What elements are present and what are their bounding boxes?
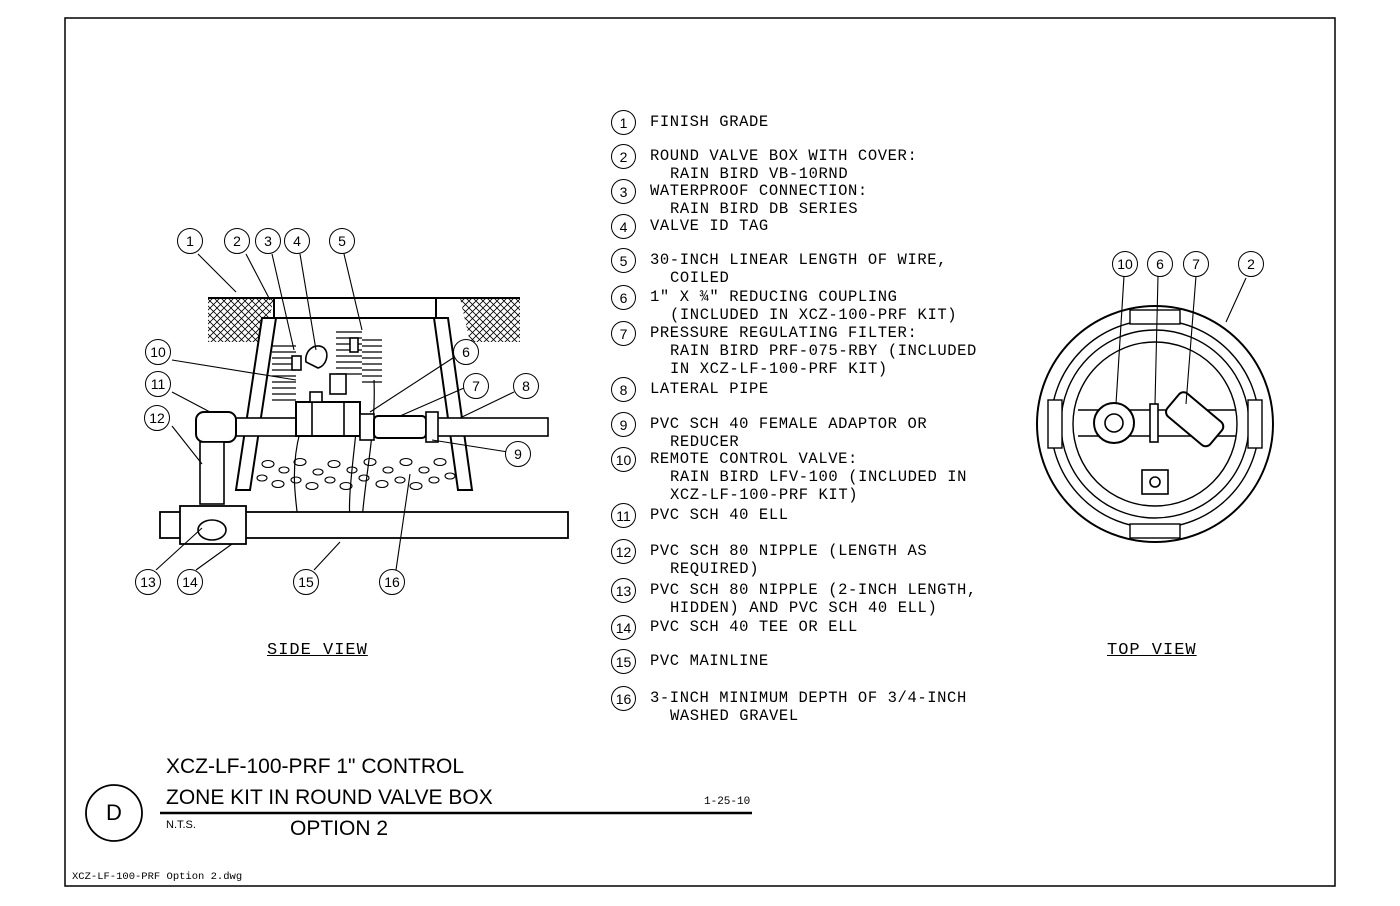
legend-text: LATERAL PIPE [650, 380, 769, 398]
soil-left [208, 298, 274, 342]
legend-text: HIDDEN) AND PVC SCH 40 ELL) [670, 599, 938, 617]
title-line-2: ZONE KIT IN ROUND VALVE BOX [166, 786, 493, 809]
legend-text: 1" X ¾" REDUCING COUPLING [650, 288, 898, 306]
gravel [256, 457, 456, 491]
title-line-1: XCZ-LF-100-PRF 1" CONTROL [166, 755, 464, 778]
top-view-title: TOP VIEW [1107, 641, 1197, 660]
legend-number-9: 9 [611, 412, 636, 437]
legend-number-16: 16 [611, 686, 636, 711]
legend-text: IN XCZ-LF-100-PRF KIT) [670, 360, 888, 378]
side-callout-7: 7 [463, 373, 489, 399]
detail-circle [85, 784, 143, 842]
pressure-regulating-filter [373, 415, 427, 439]
legend-text: COILED [670, 269, 730, 287]
legend-text: (INCLUDED IN XCZ-100-PRF KIT) [670, 306, 958, 324]
legend-text: PVC SCH 40 FEMALE ADAPTOR OR [650, 415, 928, 433]
reducing-coupling [359, 413, 375, 441]
legend-number-1: 1 [611, 110, 636, 135]
legend-number-13: 13 [611, 578, 636, 603]
legend-text: PVC SCH 80 NIPPLE (LENGTH AS [650, 542, 928, 560]
side-callout-3: 3 [255, 228, 281, 254]
legend-number-7: 7 [611, 321, 636, 346]
top-callout-6: 6 [1147, 251, 1173, 277]
top-view-leaders [1115, 275, 1247, 405]
legend-text: PVC SCH 40 ELL [650, 506, 789, 524]
remote-control-valve [295, 401, 361, 437]
legend-text: WASHED GRAVEL [670, 707, 799, 725]
legend-number-12: 12 [611, 539, 636, 564]
side-view-title: SIDE VIEW [267, 641, 368, 660]
legend-text: PVC SCH 80 NIPPLE (2-INCH LENGTH, [650, 581, 977, 599]
scale-note: N.T.S. [166, 819, 196, 831]
legend-number-14: 14 [611, 615, 636, 640]
side-callout-15: 15 [293, 569, 319, 595]
side-callout-2: 2 [224, 228, 250, 254]
top-valve-tag [1141, 469, 1169, 495]
top-filter [1165, 391, 1225, 448]
legend-number-2: 2 [611, 144, 636, 169]
legend-text: RAIN BIRD DB SERIES [670, 200, 859, 218]
side-callout-6: 6 [453, 339, 479, 365]
legend-number-10: 10 [611, 447, 636, 472]
legend-text: ROUND VALVE BOX WITH COVER: [650, 147, 918, 165]
legend-number-6: 6 [611, 285, 636, 310]
option-label: OPTION 2 [290, 817, 389, 840]
legend-text: REMOTE CONTROL VALVE: [650, 450, 858, 468]
legend-number-5: 5 [611, 248, 636, 273]
legend-number-3: 3 [611, 179, 636, 204]
side-callout-1: 1 [177, 228, 203, 254]
legend-text: PRESSURE REGULATING FILTER: [650, 324, 918, 342]
side-callout-8: 8 [513, 373, 539, 399]
legend-text: FINISH GRADE [650, 113, 769, 131]
legend-number-15: 15 [611, 649, 636, 674]
side-callout-4: 4 [284, 228, 310, 254]
side-callout-10: 10 [145, 339, 171, 365]
top-callout-7: 7 [1183, 251, 1209, 277]
legend-number-11: 11 [611, 503, 636, 528]
top-view-drawing [1036, 305, 1274, 543]
side-callout-5: 5 [329, 228, 355, 254]
detail-letter: D [106, 800, 122, 825]
legend-number-4: 4 [611, 214, 636, 239]
pvc-ell [195, 411, 237, 443]
valve-tag [305, 345, 328, 369]
file-name: XCZ-LF-100-PRF Option 2.dwg [72, 871, 243, 883]
coiled-wire-left [272, 345, 296, 401]
legend-text: RAIN BIRD LFV-100 (INCLUDED IN [670, 468, 968, 486]
soil-right [460, 298, 520, 342]
side-view-drawing [159, 297, 569, 545]
legend-text: RAIN BIRD VB-10RND [670, 165, 849, 183]
valve-box-left-wall [234, 317, 278, 491]
legend-text: PVC MAINLINE [650, 652, 769, 670]
legend-text: WATERPROOF CONNECTION: [650, 182, 868, 200]
legend-text: PVC SCH 40 TEE OR ELL [650, 618, 858, 636]
top-callout-2: 2 [1238, 251, 1264, 277]
side-callout-9: 9 [505, 441, 531, 467]
side-callout-13: 13 [135, 569, 161, 595]
sheet-border [64, 17, 1336, 887]
side-callout-14: 14 [177, 569, 203, 595]
drawing-date: 1-25-10 [704, 796, 751, 808]
legend-text: XCZ-LF-100-PRF KIT) [670, 486, 859, 504]
legend-text: RAIN BIRD PRF-075-RBY (INCLUDED [670, 342, 977, 360]
pvc-nipple [199, 441, 225, 505]
legend-text: VALVE ID TAG [650, 217, 769, 235]
legend-number-8: 8 [611, 377, 636, 402]
side-callout-11: 11 [145, 371, 171, 397]
top-callout-10: 10 [1112, 251, 1138, 277]
legend-text: 30-INCH LINEAR LENGTH OF WIRE, [650, 251, 948, 269]
side-callout-12: 12 [144, 405, 170, 431]
side-callout-16: 16 [379, 569, 405, 595]
coiled-wire-right [336, 331, 382, 383]
legend-text: REQUIRED) [670, 560, 760, 578]
legend-text: 3-INCH MINIMUM DEPTH OF 3/4-INCH [650, 689, 967, 707]
side-view-leaders [155, 253, 515, 571]
legend-text: REDUCER [670, 433, 740, 451]
